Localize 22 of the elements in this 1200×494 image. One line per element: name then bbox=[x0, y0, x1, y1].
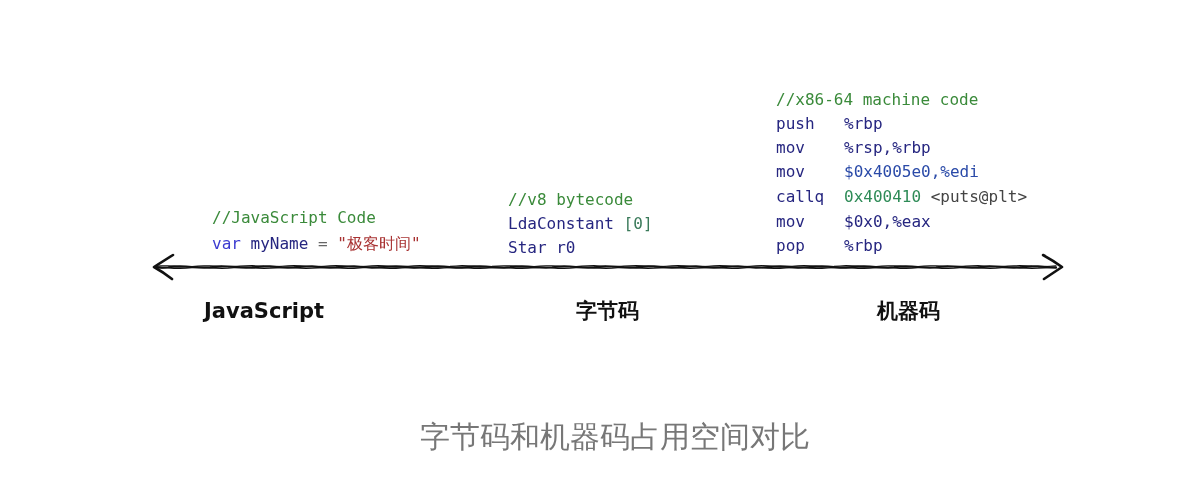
instruction-operand: $0x0,%eax bbox=[844, 212, 931, 232]
instruction-mnemonic: mov bbox=[776, 138, 805, 158]
caption: 字节码和机器码占用空间对比 bbox=[420, 418, 810, 456]
code-line: var myName = "极客时间" bbox=[212, 234, 421, 254]
axis-label: JavaScript bbox=[204, 298, 324, 324]
instruction-operand: %rbp bbox=[844, 236, 883, 256]
axis-label: 字节码 bbox=[575, 298, 639, 324]
code-line: LdaConstant [0] bbox=[508, 214, 653, 234]
axis-label: 机器码 bbox=[876, 298, 940, 324]
instruction-operand: 0x400410 <puts@plt> bbox=[844, 187, 1028, 207]
instruction-mnemonic: pop bbox=[776, 236, 805, 256]
code-comment: //v8 bytecode bbox=[508, 190, 634, 210]
instruction-operand: %rsp,%rbp bbox=[844, 138, 931, 158]
instruction-mnemonic: mov bbox=[776, 162, 805, 182]
instruction-mnemonic: mov bbox=[776, 212, 805, 232]
code-comment: //x86-64 machine code bbox=[776, 90, 979, 110]
instruction-operand: $0x4005e0,%edi bbox=[844, 162, 979, 182]
code-comment: //JavaScript Code bbox=[212, 208, 376, 228]
instruction-mnemonic: push bbox=[776, 114, 815, 134]
instruction-operand: %rbp bbox=[844, 114, 883, 134]
code-line: Star r0 bbox=[508, 238, 576, 258]
instruction-mnemonic: callq bbox=[776, 187, 825, 207]
